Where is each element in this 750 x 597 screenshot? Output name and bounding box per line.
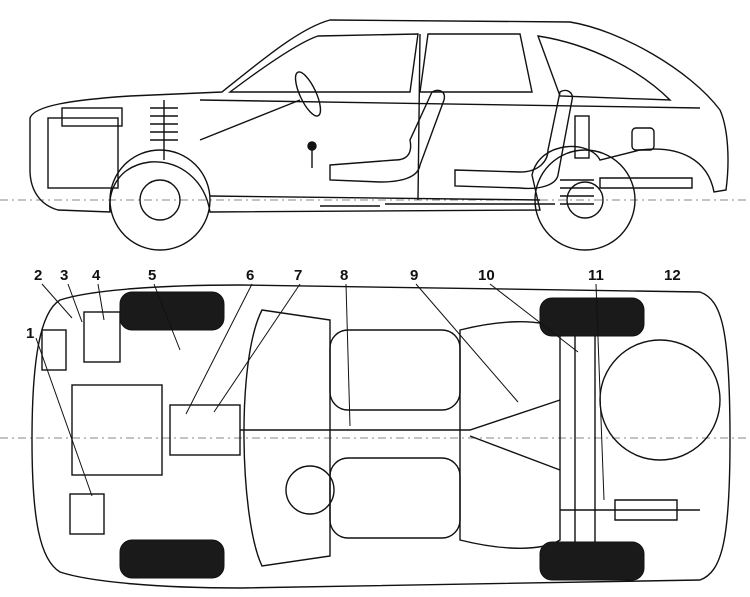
leader-7 [213,283,301,413]
side-rear-spring [560,179,594,205]
top-gearbox [169,404,241,456]
tire-front-right [119,291,225,331]
top-windshield-frame [243,309,331,567]
top-steering-wheel [285,465,335,515]
side-front-spring [150,100,178,160]
tire-rear-left [539,541,645,581]
callout-12: 12 [664,267,681,284]
top-cable [469,435,561,471]
leader-8 [345,283,351,427]
leader-5 [153,283,181,351]
side-engine-block [47,117,119,189]
top-front-seat-left [329,457,461,539]
top-exhaust [560,499,700,521]
leader-10 [489,283,579,353]
top-spare-wheel [599,339,721,461]
side-beltline [199,99,701,109]
side-body-outline [29,19,729,213]
side-engine-head [61,107,123,127]
leader-1 [35,337,93,497]
callout-labels: 1 2 3 4 5 6 7 8 9 10 11 12 [26,267,681,342]
callout-3: 3 [60,267,68,284]
side-rear-damper [574,115,590,159]
side-windshield [227,33,419,93]
tire-front-left [119,539,225,579]
side-steering-wheel [294,71,322,117]
side-view [29,19,729,251]
top-view [31,284,731,589]
side-rear-wheel-hub [566,181,604,219]
callout-4: 4 [92,267,101,284]
callout-10: 10 [478,267,495,284]
leader-11 [595,283,605,501]
side-fuel-filler [631,127,655,151]
side-door-line [417,33,421,201]
top-tires [119,291,645,581]
side-rear-seat [454,89,574,190]
callout-7: 7 [294,267,302,284]
top-body-outline [31,284,731,589]
top-air-filter [69,493,105,535]
callout-11: 11 [588,267,604,284]
callout-1: 1 [26,325,34,342]
top-battery [83,311,121,363]
leader-3 [67,283,83,323]
callout-6: 6 [246,267,254,284]
side-gear-knob [307,141,317,151]
side-rear-window [419,33,533,93]
side-quarter-window [536,35,672,101]
side-steering-column [199,99,301,141]
side-front-seat [329,89,446,183]
callout-2: 2 [34,267,42,284]
top-engine-block [71,384,163,476]
side-exhaust [320,177,693,207]
callout-9: 9 [410,267,418,284]
top-rear-axle [574,311,596,561]
side-sill [209,195,541,201]
leader-6 [185,283,253,415]
callout-5: 5 [148,267,156,284]
tire-rear-right [539,297,645,337]
leader-2 [41,283,73,319]
side-front-wheel [109,149,211,251]
top-rear-floor [459,321,561,549]
top-propshaft [240,399,561,431]
leader-9 [415,283,519,403]
callout-8: 8 [340,267,348,284]
top-radiator [41,329,67,371]
leader-4 [97,283,105,321]
leader-lines [35,283,605,501]
